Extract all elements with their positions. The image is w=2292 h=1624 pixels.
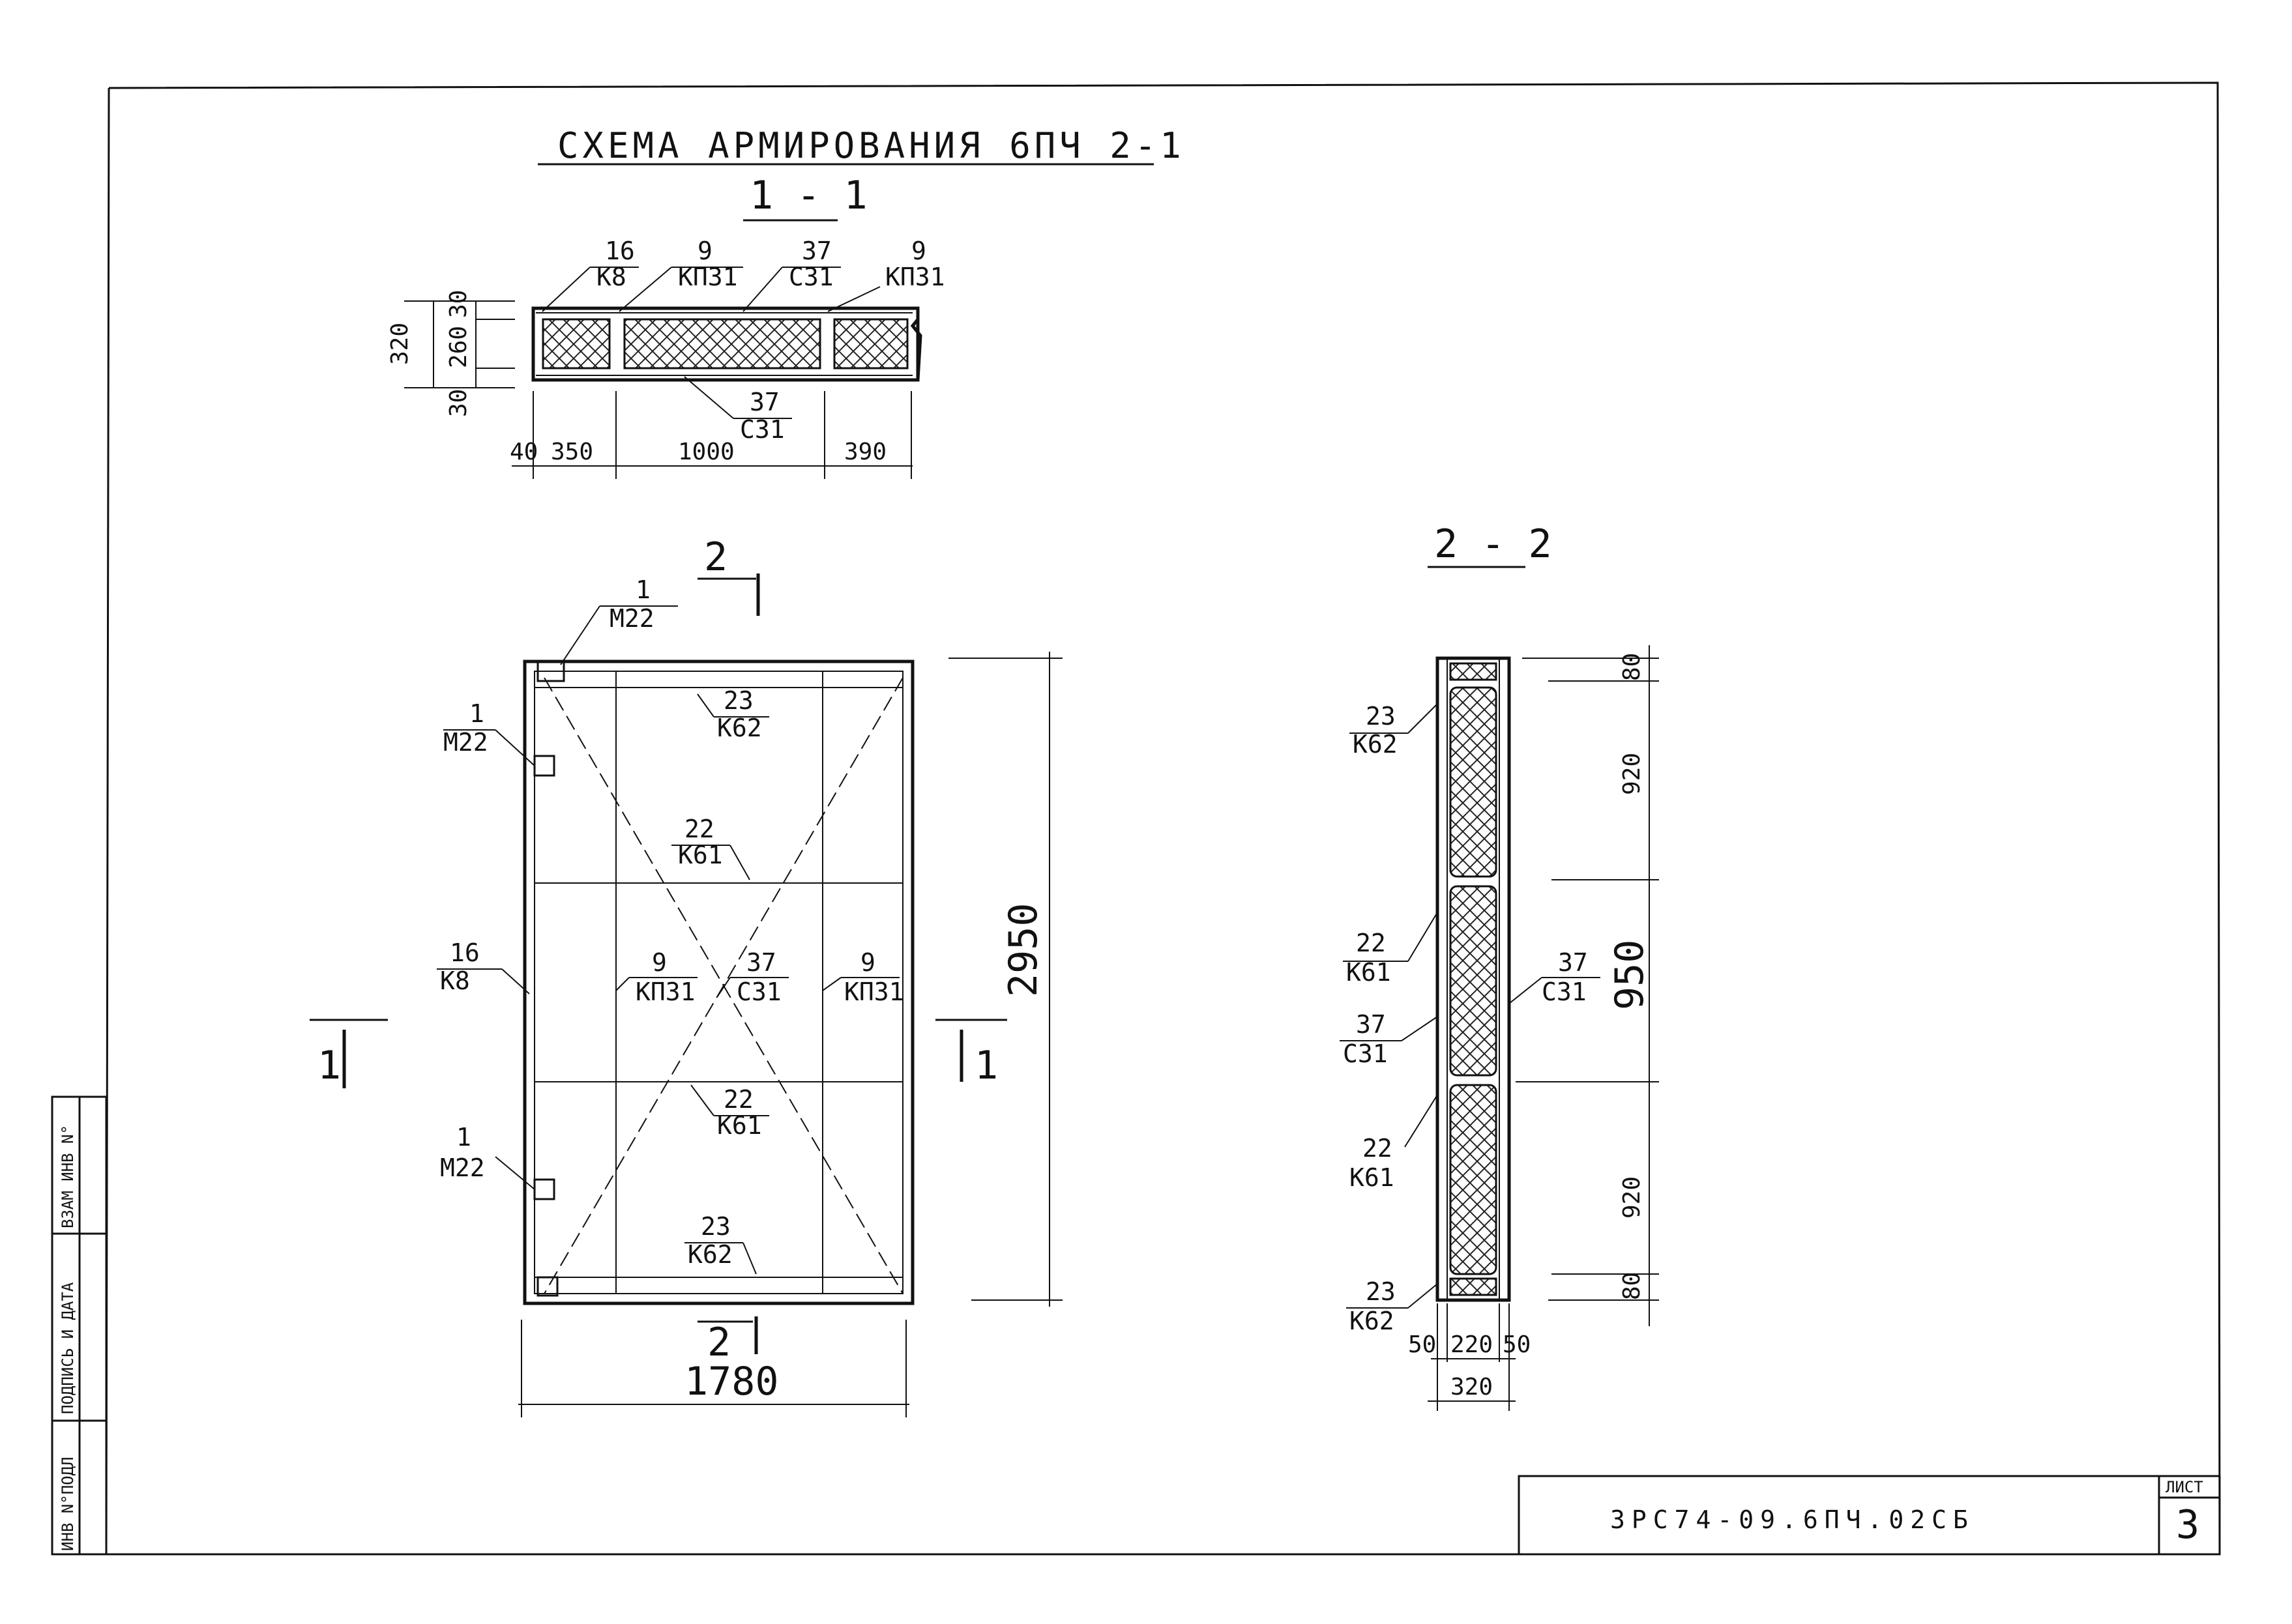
s22-dim-920-upper: 920 [1619,753,1645,795]
plan-k62-top-code: К62 [717,714,762,742]
s22-dim-220: 220 [1450,1331,1493,1358]
plan-k62-top-num: 23 [724,686,754,715]
s11-callout-3-num: 37 [802,237,832,265]
s22-c31-left-code: С31 [1343,1039,1388,1068]
s22-c31-left-num: 37 [1356,1010,1386,1039]
plan-m22-bottom-code: М22 [440,1153,485,1182]
plan-kp31-right-code: КП31 [844,978,904,1006]
s22-k61-lower-code: К61 [1349,1163,1394,1192]
s22-c31-right-code: С31 [1542,978,1587,1006]
sheet-frame [105,81,2221,1556]
drawing-title: СХЕМА АРМИРОВАНИЯ 6ПЧ 2-1 [557,125,1185,166]
plan-m22-top-num: 1 [636,575,651,604]
plan-k62-bottom-num: 23 [701,1212,731,1241]
s22-k62-top-code: К62 [1353,730,1398,759]
embedded-part-middle [533,755,555,777]
s22-panel-upper [1449,686,1497,878]
side-stamp: ИНВ N°ПОДЛ ПОДПИСЬ И ДАТА ВЗАМ ИНВ N° [51,1095,108,1556]
s22-k61-upper-num: 22 [1356,929,1386,957]
s22-dim-920-lower: 920 [1619,1176,1645,1219]
s11-callout-1-num: 16 [605,237,635,265]
cut-mark-2-top: 2 [704,534,727,580]
plan-kp31-left-code: КП31 [636,978,696,1006]
s22-k62-bottom-num: 23 [1366,1277,1396,1306]
drawing-code: 3РС74-09.6ПЧ.02СБ [1610,1505,1975,1534]
embedded-part-top [536,660,565,682]
plan-k61-upper-num: 22 [684,815,714,843]
s22-dim-320: 320 [1450,1374,1493,1400]
s22-c31-right-num: 37 [1558,948,1588,977]
s22-dim-950: 950 [1607,940,1653,1010]
sheet-label: ЛИСТ [2166,1478,2203,1496]
stamp-vzam-inv: ВЗАМ ИНВ N° [59,1125,77,1228]
s22-panel-middle [1449,885,1497,1077]
s11-dim-1000: 1000 [678,439,735,465]
s22-dim-80-bottom: 80 [1619,1272,1645,1300]
stamp-signature-date: ПОДПИСЬ И ДАТА [59,1282,77,1414]
plan-m22-mid-num: 1 [469,699,484,728]
plan-m22-top-code: М22 [610,604,654,633]
plan-kp31-right-num: 9 [860,948,875,977]
s11-callout-5-code: С31 [740,415,785,444]
s22-k61-upper-code: К61 [1346,958,1391,987]
plan-c31-num: 37 [746,948,776,977]
section-2-2: 2 - 2 23 К62 22 К61 37 С31 22 К61 23 К62 [1340,521,1659,1411]
insulation-block-middle [623,318,821,370]
plan-dim-1780: 1780 [684,1359,779,1404]
s22-panel-lower [1449,1084,1497,1275]
s22-dim-50-left: 50 [1408,1331,1436,1358]
plan-k8-num: 16 [450,938,480,967]
embedded-part-bottom [533,1178,555,1200]
section-1-1: 1 - 1 16 К8 9 КП31 37 С31 9 КП31 37 С31 [387,173,945,479]
stamp-inv-podl: ИНВ N°ПОДЛ [59,1457,77,1552]
sheet-number: 3 [2176,1502,2199,1548]
title-block: 3РС74-09.6ПЧ.02СБ ЛИСТ 3 [1518,1475,2221,1556]
s11-callout-4-num: 9 [911,237,926,265]
plan-m22-bottom-num: 1 [456,1123,471,1152]
s11-callout-4-code: КП31 [885,263,945,291]
s11-callout-5-num: 37 [750,388,780,416]
cut-mark-1-right: 1 [975,1043,998,1088]
plan-dim-2950: 2950 [1001,903,1046,998]
s11-dim-390: 390 [844,439,887,465]
s22-dim-50-right: 50 [1503,1331,1531,1358]
cut-mark-2-bottom: 2 [707,1320,731,1365]
s11-dim-350: 350 [551,439,593,465]
plan-k8-code: К8 [440,966,470,995]
s11-dim-40: 40 [510,439,538,465]
plan-view: 2 2 1 1 1 М22 1 М22 23 К62 22 К61 16 К8 [310,534,1063,1417]
s11-dim-30-bottom: 30 [445,389,472,417]
s22-dim-80-top: 80 [1619,653,1645,681]
cut-mark-1-left: 1 [317,1043,341,1088]
s22-k62-top-num: 23 [1366,702,1396,731]
plan-k61-lower-num: 22 [724,1085,754,1114]
s11-callout-2-num: 9 [698,237,713,265]
s11-dim-320: 320 [387,323,413,365]
s22-k61-lower-num: 22 [1362,1134,1392,1163]
s22-k62-bottom-code: К62 [1349,1307,1394,1335]
s11-dim-260: 260 [445,326,472,368]
section-2-2-label: 2 - 2 [1434,521,1552,567]
insulation-block-left [542,318,611,370]
s11-dim-30-top: 30 [445,290,472,318]
plan-c31-code: С31 [737,978,782,1006]
plan-k62-bottom-code: К62 [688,1240,733,1269]
plan-m22-mid-code: М22 [443,728,488,757]
section-1-1-label: 1 - 1 [750,173,868,218]
plan-kp31-left-num: 9 [652,948,667,977]
insulation-block-right [833,318,909,370]
